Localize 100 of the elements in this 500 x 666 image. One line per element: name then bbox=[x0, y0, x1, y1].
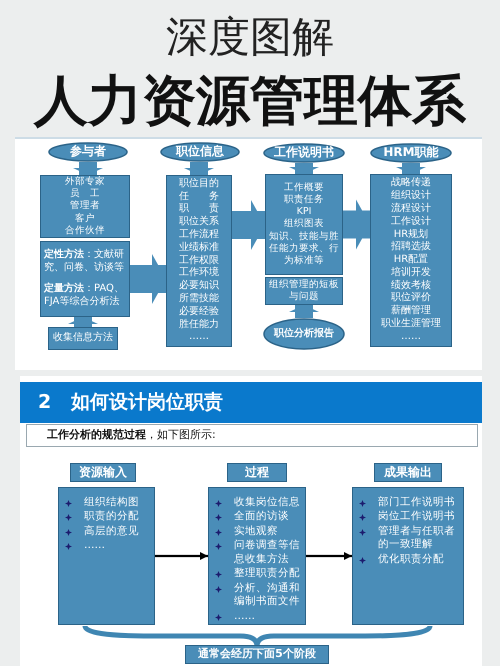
list-item-text: 岗位工作说明书 bbox=[378, 510, 455, 524]
category-ellipse bbox=[160, 142, 240, 162]
block-arrow bbox=[289, 163, 319, 174]
box-text-line: 培训开发 bbox=[390, 266, 432, 280]
box-text-line: 职 责 bbox=[178, 203, 220, 216]
list-item-text: 管理者与任职者的一致理解 bbox=[378, 524, 456, 552]
box-text-line: 业绩标准 bbox=[178, 242, 220, 254]
list-item-text: 收集岗位信息 bbox=[234, 496, 300, 510]
node-text: 过程 bbox=[244, 464, 270, 480]
stage-header-box bbox=[185, 645, 329, 664]
list-item-text: 组织结构图 bbox=[84, 496, 139, 510]
box-text-line: 员 工 bbox=[69, 188, 101, 200]
list-item-text: 优化职责分配 bbox=[378, 552, 444, 566]
stage-list-box bbox=[352, 487, 464, 625]
box-text-line: HR规划 bbox=[392, 228, 430, 240]
box-text-line: 管理者 bbox=[69, 200, 101, 213]
list-item-text: 问卷调查等信息收集方法 bbox=[234, 539, 301, 566]
box-text-line: 工作环境 bbox=[178, 267, 220, 280]
block-arrow bbox=[289, 305, 319, 318]
node-text: 工作分析的规范过程，如下图所示: bbox=[47, 428, 217, 443]
node-text: 通常会经历下面5个阶段 bbox=[197, 647, 317, 662]
box-text-line: 定性方法：文献研究、问卷、访谈等 bbox=[44, 249, 125, 275]
node-text: HRM职能 bbox=[382, 145, 440, 161]
arrow bbox=[306, 552, 352, 560]
box-text-line: 工作流程 bbox=[178, 229, 220, 242]
box-text-line: 工作权限 bbox=[178, 254, 220, 266]
node-text: 资源输入 bbox=[78, 464, 128, 480]
box-text-line: 胜任能力 bbox=[178, 318, 220, 332]
box-text-line: 职位目的 bbox=[178, 178, 220, 191]
info-box bbox=[48, 327, 118, 350]
box-text-line: 知识、技能与胜任能力要求、行为标准等 bbox=[269, 230, 339, 268]
list-item-text: …… bbox=[234, 610, 255, 623]
arrow bbox=[155, 552, 208, 560]
subtitle: 深度图解 bbox=[165, 12, 335, 62]
section-header-band bbox=[20, 382, 482, 423]
box-text-line: …… bbox=[188, 331, 210, 344]
title: 人力资源管理体系 bbox=[32, 70, 467, 130]
box-text-line: 职位关系 bbox=[178, 216, 220, 228]
box-text-line: 定量方法：PAQ、FJA等综合分析法 bbox=[44, 283, 125, 309]
info-box bbox=[40, 241, 130, 317]
node-text: 成果输出 bbox=[383, 464, 433, 480]
section-title: 如何设计岗位职责 bbox=[71, 390, 224, 415]
info-box bbox=[265, 174, 343, 275]
box-text-line: 外部专家 bbox=[64, 176, 106, 188]
category-ellipse bbox=[263, 318, 345, 350]
node-text: 组织管理的短板与问题 bbox=[269, 278, 339, 304]
box-text-line: 工作设计 bbox=[390, 216, 432, 228]
stage-header-box bbox=[374, 463, 442, 482]
box-text-line: 招聘选拔 bbox=[390, 241, 432, 254]
category-ellipse bbox=[48, 142, 128, 162]
box-text-line: 必要知识 bbox=[178, 280, 220, 292]
list-item-text: 分析、沟通和编制书面文件 bbox=[234, 582, 301, 608]
box-text-line: 工作概要 bbox=[283, 182, 325, 194]
box-text-line: 职位评价 bbox=[390, 292, 432, 304]
box-text-line: 任 务 bbox=[178, 190, 220, 202]
node-text: 收集信息方法 bbox=[52, 332, 114, 345]
box-text-line: 绩效考核 bbox=[390, 280, 432, 292]
list-item-text: 部门工作说明书 bbox=[378, 496, 455, 510]
category-ellipse bbox=[370, 143, 452, 163]
stage-header-box bbox=[70, 463, 136, 482]
box-text-line: 所需技能 bbox=[178, 293, 220, 306]
node-text: 参与者 bbox=[69, 144, 107, 160]
box-text-line: 组织设计 bbox=[390, 190, 432, 202]
box-text-line: HR配置 bbox=[392, 254, 430, 266]
node-text: 工作说明书 bbox=[273, 145, 335, 161]
list-item-text: 职责的分配 bbox=[84, 510, 139, 524]
block-arrow bbox=[396, 163, 426, 174]
section-number: 2 bbox=[38, 390, 52, 415]
block-arrow bbox=[232, 200, 265, 250]
block-arrow bbox=[68, 317, 98, 327]
box-text-line: 流程设计 bbox=[390, 202, 432, 216]
stage-list-box bbox=[208, 487, 306, 625]
info-box bbox=[40, 175, 130, 238]
block-arrow bbox=[343, 200, 370, 250]
box-text-line: 合作伙伴 bbox=[64, 224, 106, 237]
box-text-line: 职责任务 bbox=[283, 194, 325, 206]
info-box bbox=[370, 174, 452, 347]
block-arrow bbox=[184, 162, 214, 175]
box-text-line: 必要经验 bbox=[178, 306, 220, 318]
node-text: 职位分析报告 bbox=[272, 328, 335, 340]
list-item-text: …… bbox=[84, 539, 105, 553]
box-text-line: …… bbox=[400, 330, 422, 344]
box-text-line: 职业生涯管理 bbox=[380, 318, 442, 331]
box-text-line: 客户 bbox=[74, 212, 96, 225]
box-text-line: 薪酬管理 bbox=[390, 305, 432, 318]
category-ellipse bbox=[263, 143, 345, 163]
box-text-line: 组织图表 bbox=[283, 218, 325, 231]
list-item-text: 整理职责分配 bbox=[234, 567, 300, 581]
stage-list-box bbox=[58, 487, 155, 625]
info-box bbox=[166, 175, 232, 347]
note-box bbox=[26, 424, 478, 447]
info-box bbox=[265, 277, 343, 305]
box-text-line: 战略传递 bbox=[390, 177, 432, 190]
block-arrow bbox=[73, 162, 103, 175]
box-text-line: KPI bbox=[296, 206, 312, 218]
list-item-text: 高层的意见 bbox=[84, 524, 139, 538]
list-item-text: 实地观察 bbox=[234, 524, 278, 538]
node-text: 职位信息 bbox=[174, 144, 225, 160]
stage-header-box bbox=[227, 463, 287, 482]
block-arrow bbox=[130, 254, 166, 304]
